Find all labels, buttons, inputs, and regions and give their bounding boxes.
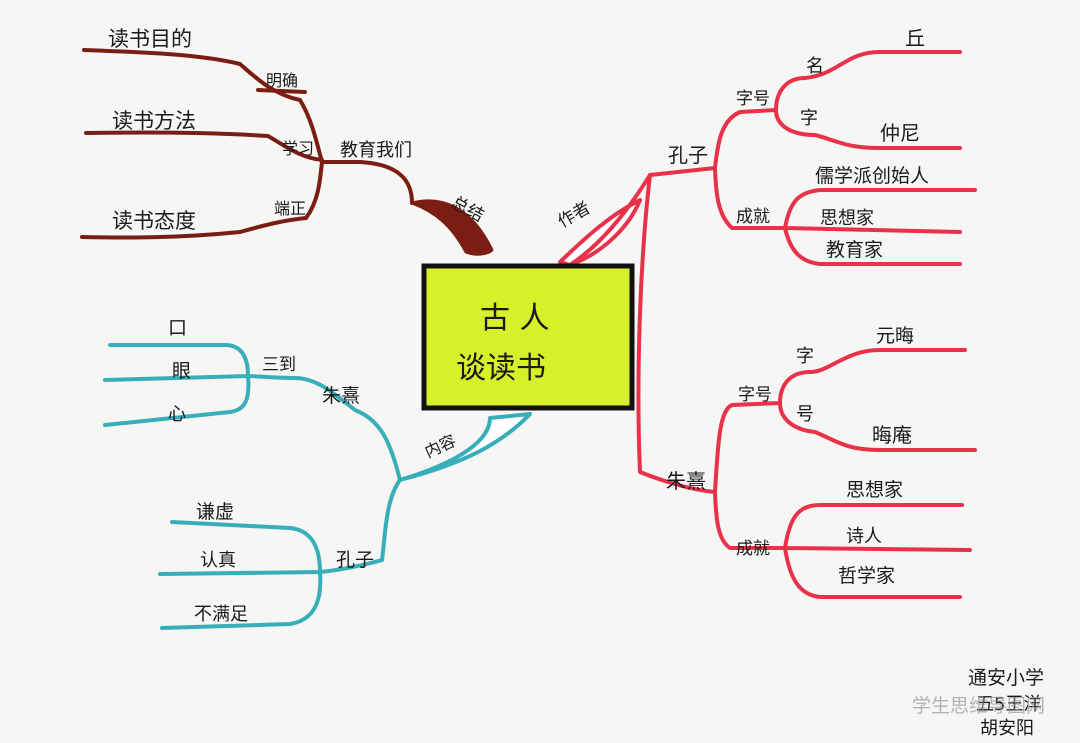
red-zx-chengjiu-split xyxy=(783,503,972,599)
teal-zhuxi-split xyxy=(103,343,251,427)
red-zx-zihao-split xyxy=(778,348,977,452)
red-zhuxi-to-chengjiu xyxy=(713,490,787,550)
signature-line-1: 通安小学 xyxy=(968,667,1044,689)
teal-p1-item-1: 口 xyxy=(168,317,187,339)
brown-label-3: 读书态度 xyxy=(112,209,196,233)
teal-p2-item-1: 谦虚 xyxy=(196,501,234,523)
brown-label-2: 读书方法 xyxy=(112,109,196,133)
red-spine xyxy=(636,173,717,494)
brown-label-1: 读书目的 xyxy=(108,27,192,51)
brown-tag-1: 明确 xyxy=(266,71,298,90)
red-p1-value-2: 仲尼 xyxy=(880,121,920,145)
red-branch xyxy=(558,50,977,599)
brown-tag-2: 学习 xyxy=(282,139,314,158)
brown-sub-label: 教育我们 xyxy=(340,140,412,161)
red-person-1: 孔子 xyxy=(668,143,708,167)
red-trunk xyxy=(568,166,717,267)
red-p2-value-2: 晦庵 xyxy=(872,423,912,447)
red-p1-ach-2: 思想家 xyxy=(820,208,874,229)
red-p1-key-2: 字 xyxy=(800,108,818,129)
teal-p1-sub: 三到 xyxy=(262,355,296,375)
red-p2-ach-2: 诗人 xyxy=(846,526,882,547)
red-p2-group-2: 成就 xyxy=(736,539,770,559)
teal-to-zhuxi xyxy=(246,374,402,482)
teal-branch xyxy=(103,343,532,630)
signature-line-3: 胡安阳 xyxy=(980,718,1034,739)
brown-line-1-tag xyxy=(256,88,307,94)
teal-person-1: 朱熹 xyxy=(322,385,360,407)
red-p1-value-1: 丘 xyxy=(905,26,925,50)
red-person-2: 朱熹 xyxy=(666,469,706,493)
center-title-line-2: 谈读书 xyxy=(456,351,546,386)
teal-p2-item-3: 不满足 xyxy=(194,604,248,625)
teal-p1-item-3: 心 xyxy=(168,404,186,425)
red-p2-ach-1: 思想家 xyxy=(846,479,903,501)
red-kongzi-to-zihao xyxy=(713,108,778,170)
brown-main-ribbon xyxy=(410,199,494,256)
red-p1-group-1: 字号 xyxy=(736,89,770,109)
brown-tag-3: 端正 xyxy=(274,199,306,218)
red-p2-key-1: 字 xyxy=(796,346,814,367)
red-p1-ach-1: 儒学派创始人 xyxy=(815,165,929,187)
brown-branch xyxy=(80,48,494,256)
brown-spine xyxy=(298,98,324,220)
red-p1-ach-3: 教育家 xyxy=(826,239,883,261)
brown-line-3 xyxy=(80,216,308,240)
teal-p2-item-2: 认真 xyxy=(200,550,236,571)
center-box xyxy=(421,263,635,411)
red-p2-key-2: 号 xyxy=(796,404,814,425)
red-p1-key-1: 名 xyxy=(806,56,824,77)
red-kz-zi-line xyxy=(813,133,962,150)
teal-p1-item-2: 眼 xyxy=(172,360,191,382)
red-kz-chengjiu-split xyxy=(783,188,977,266)
center-title-line-1: 古 人 xyxy=(480,301,550,336)
signature-line-2: 五5王洋 xyxy=(976,694,1041,715)
teal-to-kongzi xyxy=(318,558,384,574)
red-kz-ming-line xyxy=(803,50,962,80)
red-zhuxi-to-zihao xyxy=(713,401,782,494)
brown-trunk xyxy=(320,160,414,205)
teal-person-2: 孔子 xyxy=(336,549,374,571)
red-p2-group-1: 字号 xyxy=(738,385,772,405)
teal-kongzi-split xyxy=(158,520,323,630)
brown-line-2 xyxy=(84,130,324,162)
red-p1-group-2: 成就 xyxy=(736,207,770,227)
red-main-label: 作者 xyxy=(555,198,594,232)
red-kz-zihao-split xyxy=(774,76,817,137)
red-p2-ach-3: 哲学家 xyxy=(838,565,895,587)
red-p2-value-1: 元晦 xyxy=(876,325,914,347)
teal-main-ribbon xyxy=(398,412,532,482)
red-kongzi-to-chengjiu xyxy=(713,166,787,230)
teal-trunk xyxy=(380,478,402,562)
watermark: 学生思维导图网 xyxy=(912,695,1045,717)
